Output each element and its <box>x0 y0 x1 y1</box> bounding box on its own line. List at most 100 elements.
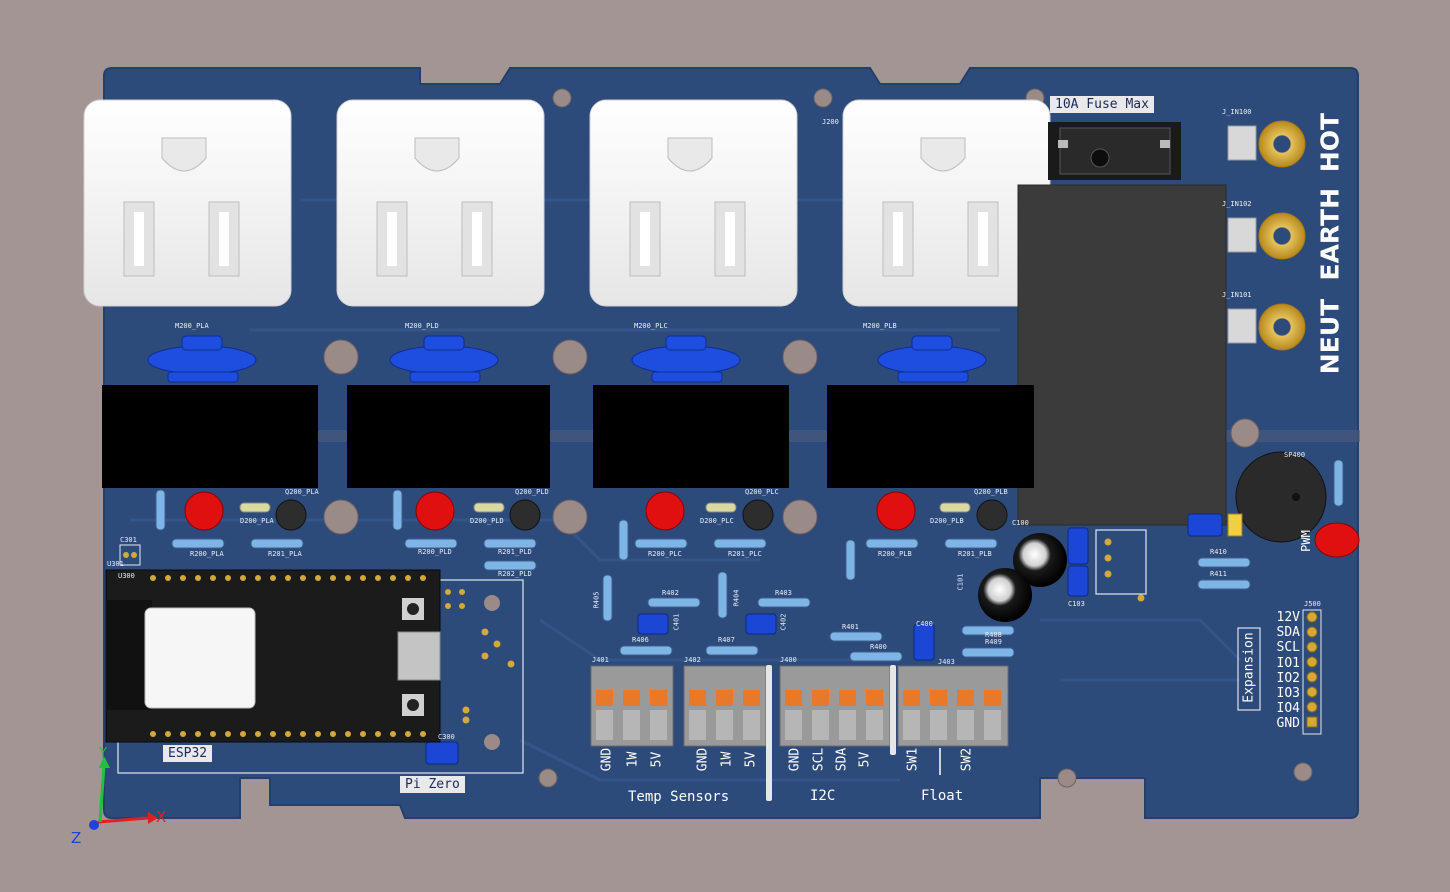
ref-q200-pld: Q200_PLD <box>515 488 549 496</box>
ref-c100: C100 <box>1012 519 1029 527</box>
ref-j400: J400 <box>780 656 797 664</box>
j402-pin-gnd: GND <box>695 747 711 772</box>
ref-c401: C401 <box>672 613 681 631</box>
ref-m200-plc: M200_PLC <box>634 322 668 330</box>
expansion-label: Expansion <box>1241 632 1257 703</box>
pin-label-io3: IO3 <box>1276 686 1300 702</box>
i2c-label: I2C <box>810 788 836 804</box>
capacitor-c101 <box>978 568 1032 622</box>
ref-d200-plc: D200_PLC <box>700 517 734 525</box>
ref-r200-plc: R200_PLC <box>648 550 682 558</box>
ref-r200-pld: R200_PLD <box>418 548 452 556</box>
mains-terminals <box>1227 120 1306 351</box>
ref-j500: J500 <box>1304 600 1321 608</box>
ref-m200-pld: M200_PLD <box>405 322 439 330</box>
j401-pin-5v: 5V <box>649 751 665 768</box>
ref-r201-plb: R201_PLB <box>958 550 992 558</box>
fuse-holder <box>1048 122 1181 180</box>
ref-u301: U301 <box>107 560 124 568</box>
ref-c402: C402 <box>779 613 788 631</box>
power-supply-module <box>1017 184 1227 526</box>
ref-c300: C300 <box>438 733 455 741</box>
ref-sp400: SP400 <box>1284 451 1306 459</box>
ref-r409: R409 <box>985 638 1002 646</box>
j400-pin-gnd: GND <box>787 747 803 772</box>
ref-j402: J402 <box>684 656 701 664</box>
ref-j-in101: J_IN101 <box>1222 291 1252 299</box>
ref-m200-pla: M200_PLA <box>175 322 209 330</box>
ref-r201-plc: R201_PLC <box>728 550 762 558</box>
terminal-blocks <box>590 665 1009 747</box>
j403-pin-sw1: SW1 <box>905 747 921 772</box>
expansion-pin-labels: 12V SDA SCL IO1 IO2 IO3 IO4 GND <box>1260 610 1300 732</box>
ref-r407: R407 <box>718 636 735 644</box>
j401-pin-1w: 1W <box>625 751 641 768</box>
pin-label-io2: IO2 <box>1276 670 1300 686</box>
axis-y-label: Y <box>99 746 107 761</box>
ref-d200-pld: D200_PLD <box>470 517 504 525</box>
axis-x-label: X <box>156 808 167 826</box>
resistors <box>155 459 1344 662</box>
pin-label-sda: SDA <box>1276 625 1300 641</box>
float-label: Float <box>921 788 964 804</box>
temp-sensors-label: Temp Sensors <box>628 789 730 805</box>
j400-pin-sda: SDA <box>834 747 850 772</box>
ref-d200-pla: D200_PLA <box>240 517 274 525</box>
label-neut: NEUT <box>1315 298 1345 375</box>
status-leds <box>184 491 1360 558</box>
ref-r401: R401 <box>842 623 859 631</box>
ref-r201-pla: R201_PLA <box>268 550 302 558</box>
ref-m200-plb: M200_PLB <box>863 322 897 330</box>
pwm-label: PWM <box>1299 530 1313 552</box>
ref-r201-pld: R201_PLD <box>498 548 532 556</box>
pi-zero-label: Pi Zero <box>400 776 465 793</box>
ref-u300: U300 <box>118 572 135 580</box>
ref-c400: C400 <box>916 620 933 628</box>
ref-r202-pld: R202_PLD <box>498 570 532 578</box>
ref-r400: R400 <box>870 643 887 651</box>
pin-label-scl: SCL <box>1276 640 1300 656</box>
ref-r410: R410 <box>1210 548 1227 556</box>
label-earth: EARTH <box>1315 187 1345 281</box>
ref-j401: J401 <box>592 656 609 664</box>
j400-pin-5v: 5V <box>857 751 873 768</box>
diodes <box>239 502 971 513</box>
ref-j403: J403 <box>938 658 955 666</box>
ref-r403: R403 <box>775 589 792 597</box>
pin-label-io4: IO4 <box>1276 701 1300 717</box>
outlets <box>83 99 1051 307</box>
esp32-label: ESP32 <box>163 745 213 762</box>
ref-j-in102: J_IN102 <box>1222 200 1252 208</box>
ferrite-cores <box>147 335 987 383</box>
j402-pin-1w: 1W <box>719 751 735 768</box>
ref-q200-pla: Q200_PLA <box>285 488 319 496</box>
ref-q200-plc: Q200_PLC <box>745 488 779 496</box>
ref-r402: R402 <box>662 589 679 597</box>
j401-pin-gnd: GND <box>599 747 615 772</box>
ref-j200: J200 <box>822 118 839 126</box>
label-hot: HOT <box>1315 112 1345 173</box>
ref-r405: R405 <box>592 591 601 609</box>
axis-gizmo <box>89 756 158 830</box>
pin-label-12v: 12V <box>1276 610 1300 625</box>
ref-r406: R406 <box>632 636 649 644</box>
ref-d200-plb: D200_PLB <box>930 517 964 525</box>
axis-z-label: Z <box>71 829 82 847</box>
smd-capacitors <box>425 513 1223 765</box>
pin-label-gnd: GND <box>1276 716 1300 732</box>
ref-c103: C103 <box>1068 600 1085 608</box>
relays-redacted <box>102 385 1034 488</box>
ref-c101: C101 <box>956 573 965 591</box>
ref-r200-plb: R200_PLB <box>878 550 912 558</box>
fuse-label: 10A Fuse Max <box>1050 96 1154 113</box>
capacitor-c100 <box>1013 533 1067 587</box>
ref-r404: R404 <box>732 589 741 607</box>
ref-r200-pla: R200_PLA <box>190 550 224 558</box>
j400-pin-scl: SCL <box>811 747 827 772</box>
transistors <box>275 499 1008 531</box>
ref-r408: R408 <box>985 631 1002 639</box>
j402-pin-5v: 5V <box>743 751 759 768</box>
ref-r411: R411 <box>1210 570 1227 578</box>
pin-label-io1: IO1 <box>1276 655 1300 671</box>
